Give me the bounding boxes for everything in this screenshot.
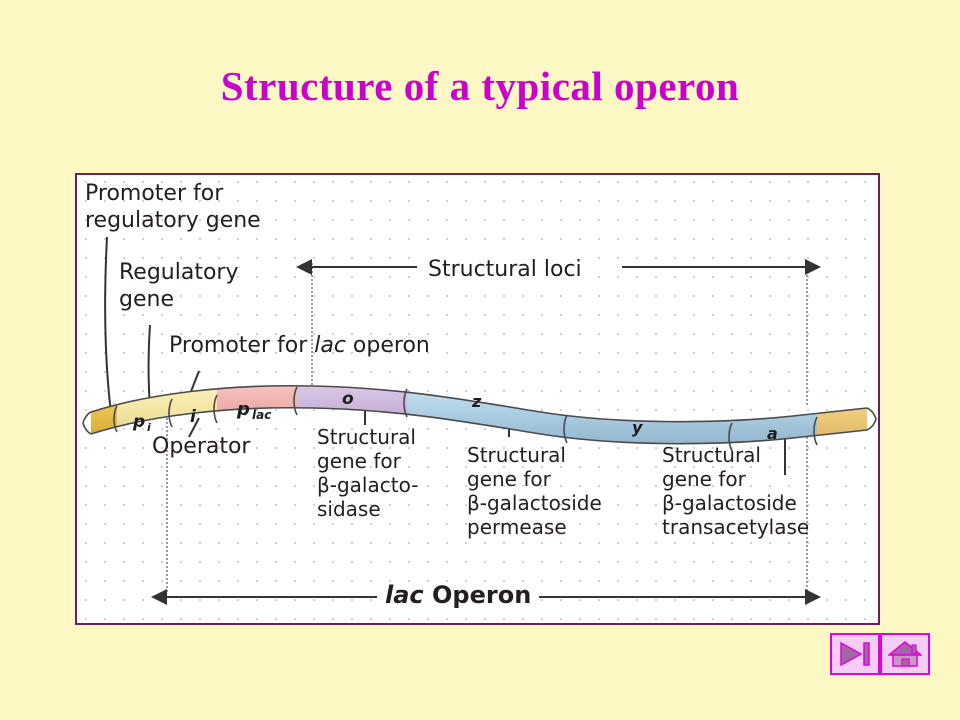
svg-text:i: i	[190, 407, 197, 427]
callout-line-2: gene for	[317, 449, 401, 473]
callout-line-4: permease	[467, 515, 567, 539]
label-regulatory-gene: Regulatory gene	[119, 259, 239, 313]
svg-text:lac: lac	[252, 408, 271, 422]
label-prefix: Promoter for	[169, 333, 315, 358]
home-icon	[888, 641, 922, 667]
label-promoter-regulatory-gene: Promoter for regulatory gene	[85, 180, 261, 234]
callout-beta-galactoside-permease: Structural gene for β-galactoside permea…	[467, 443, 602, 539]
svg-text:p: p	[236, 399, 250, 420]
label-line-1: Regulatory	[119, 260, 239, 285]
operon-diagram: p i i p lac o z y a Promoter for regulat…	[75, 173, 880, 625]
callout-beta-galactosidase: Structural gene for β-galacto- sidase	[317, 425, 418, 521]
label-promoter-lac-operon: Promoter for lac operon	[169, 333, 430, 358]
svg-text:a: a	[767, 424, 778, 443]
callout-line-1: Structural	[467, 443, 566, 467]
label-line-1: Promoter for	[85, 181, 224, 206]
label-lac-operon: lac Operon	[377, 581, 540, 609]
callout-line-1: Structural	[317, 425, 416, 449]
callout-line-4: transacetylase	[662, 515, 810, 539]
svg-text:o: o	[342, 389, 354, 409]
next-slide-button[interactable]	[830, 633, 880, 675]
label-italic-lac: lac	[385, 581, 424, 609]
callout-beta-galactoside-transacetylase: Structural gene for β-galactoside transa…	[662, 443, 809, 539]
label-suffix: Operon	[423, 581, 532, 609]
page-title: Structure of a typical operon	[220, 63, 740, 109]
callout-line-3: β-galacto-	[317, 473, 419, 497]
label-operator: Operator	[152, 434, 251, 459]
svg-text:y: y	[632, 418, 643, 437]
callout-line-3: β-galactoside	[467, 491, 602, 515]
svg-text:z: z	[471, 392, 482, 411]
callout-line-3: β-galactoside	[662, 491, 797, 515]
label-italic-lac: lac	[314, 333, 346, 358]
callout-line-4: sidase	[317, 497, 381, 521]
label-suffix: operon	[345, 333, 430, 358]
home-button[interactable]	[880, 633, 930, 675]
callout-line-2: gene for	[467, 467, 551, 491]
next-slide-icon	[840, 641, 870, 667]
svg-text:p: p	[132, 412, 145, 432]
slide-navigation	[830, 633, 930, 675]
gene-segment-labels: p i i p lac o z y a	[132, 389, 778, 443]
diagram-vector-layer: p i i p lac o z y a	[82, 236, 877, 605]
label-structural-loci: Structural loci	[422, 257, 588, 282]
callout-line-2: gene for	[662, 467, 746, 491]
label-line-2: gene	[119, 287, 174, 312]
label-line-2: regulatory gene	[85, 208, 261, 233]
svg-text:i: i	[147, 421, 151, 434]
callout-line-1: Structural	[662, 443, 761, 467]
gene-bar-outline	[82, 384, 877, 452]
guide-lines	[166, 263, 808, 593]
